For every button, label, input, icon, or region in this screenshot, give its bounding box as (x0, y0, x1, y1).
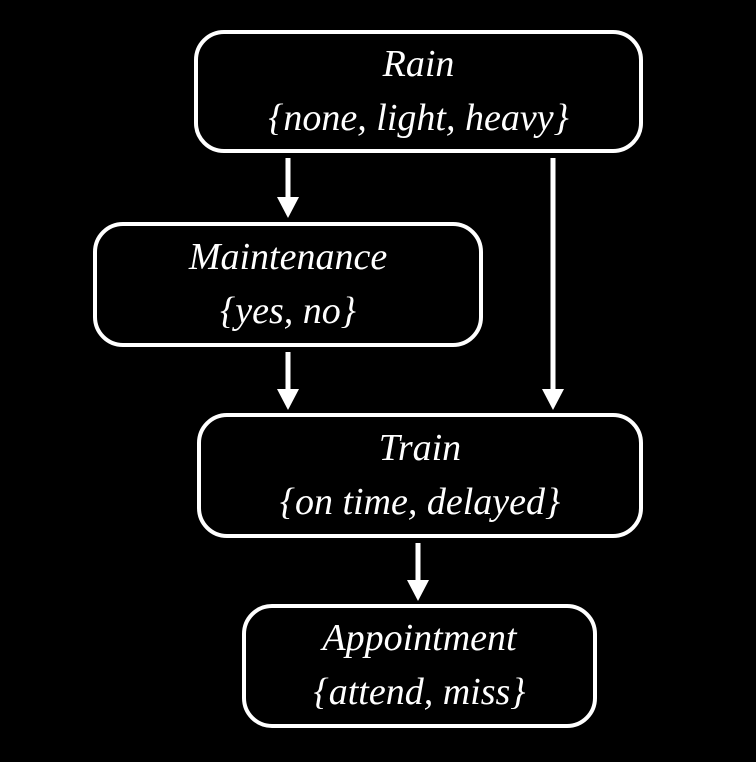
node-maintenance: Maintenance {yes, no} (93, 222, 483, 347)
node-rain: Rain {none, light, heavy} (194, 30, 643, 153)
edge-rain-train (542, 158, 564, 410)
node-appointment: Appointment {attend, miss} (242, 604, 597, 728)
edge-rain-maintenance-arrowhead-icon (277, 197, 299, 218)
edge-maintenance-train (277, 352, 299, 410)
edge-rain-train-arrowhead-icon (542, 389, 564, 410)
node-appointment-values: {attend, miss} (313, 671, 526, 713)
node-rain-values: {none, light, heavy} (268, 96, 569, 139)
node-rain-title: Rain (382, 42, 455, 85)
node-train-title: Train (378, 426, 462, 469)
node-maintenance-title: Maintenance (188, 235, 388, 278)
edge-rain-maintenance (277, 158, 299, 218)
node-train-values: {on time, delayed} (279, 480, 561, 523)
node-maintenance-values: {yes, no} (220, 289, 356, 332)
edge-train-appointment-arrowhead-icon (407, 580, 429, 601)
edge-train-appointment (407, 543, 429, 601)
node-train: Train {on time, delayed} (197, 413, 643, 538)
edge-maintenance-train-arrowhead-icon (277, 389, 299, 410)
node-appointment-title: Appointment (322, 617, 517, 660)
